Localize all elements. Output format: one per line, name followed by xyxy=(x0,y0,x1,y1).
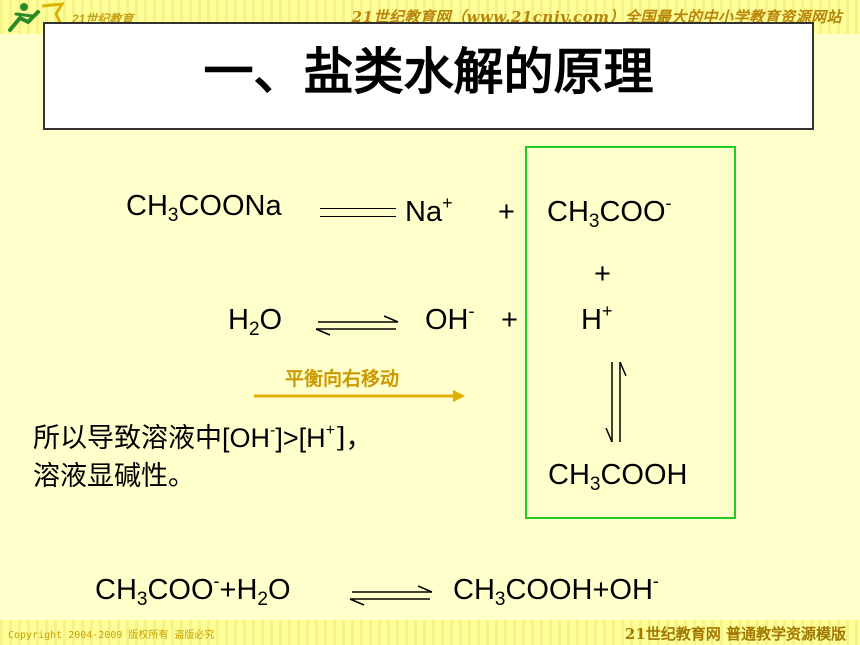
hydrogen-ion: H+ xyxy=(581,301,613,336)
net-products: CH3COOH+OH- xyxy=(453,571,659,610)
conclusion-line-2: 溶液显碱性。 xyxy=(33,461,195,492)
conclusion-line-1: 所以导致溶液中[OH-]>[H+]， xyxy=(33,422,373,455)
equals-bar-top xyxy=(320,208,396,209)
footer-brand-text: 21世纪教育网 普通教学资源模版 xyxy=(624,625,846,643)
net-reactants: CH3COO-+H2O xyxy=(95,571,291,610)
hydroxide-ion: OH- xyxy=(425,301,475,336)
equals-bar-bottom xyxy=(320,216,396,217)
acetic-acid: CH3COOH xyxy=(548,459,688,495)
title-box xyxy=(43,22,814,130)
sodium-acetate: CH3COONa xyxy=(126,190,282,226)
shift-note: 平衡向右移动 xyxy=(285,368,400,390)
footer-strip xyxy=(0,620,860,645)
copyright-text: Copyright 2004-2009 版权所有 盗版必究 xyxy=(8,630,215,641)
page-title: 一、盐类水解的原理 xyxy=(203,43,654,101)
plus-sign-eq2: + xyxy=(501,304,518,336)
net-equilibrium-arrow-icon xyxy=(349,585,433,606)
header-site-text: 21世纪教育网（www.21cnjy.com）全国最大的中小学教育资源网站 xyxy=(351,8,842,26)
right-arrow-icon xyxy=(254,390,465,402)
vertical-equilibrium-arrow-icon xyxy=(605,361,627,443)
water: H2O xyxy=(228,304,283,340)
plus-sign-box: + xyxy=(594,258,611,290)
sodium-ion: Na+ xyxy=(405,193,453,228)
equilibrium-arrow-icon xyxy=(315,315,399,336)
plus-sign-eq1: + xyxy=(498,196,515,228)
acetate-ion: CH3COO- xyxy=(547,193,672,232)
highlight-box xyxy=(525,146,736,519)
